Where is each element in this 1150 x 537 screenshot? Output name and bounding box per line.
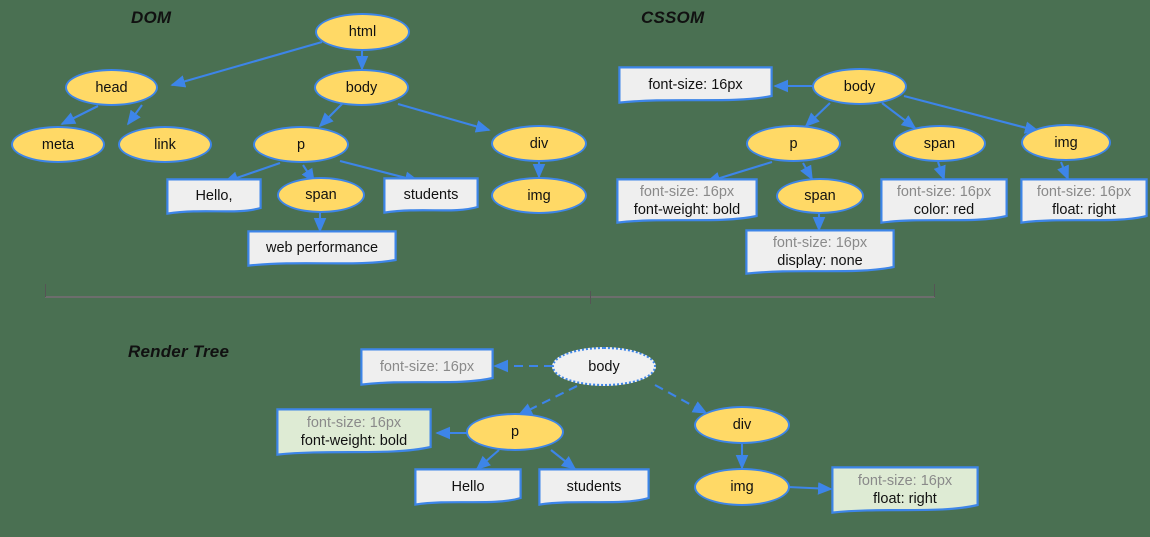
document-shape [745, 229, 895, 275]
dom-text-students: students [383, 177, 479, 214]
section-divider [45, 296, 935, 298]
cssom-style-img-inherited: font-size: 16px [1036, 183, 1132, 200]
dom-node-head[interactable]: head [65, 69, 158, 106]
cssom-style-span-nested-own: display: none [777, 253, 863, 269]
dom-node-img[interactable]: img [491, 177, 587, 214]
cssom-style-img-own: float: right [1052, 202, 1116, 218]
cssom-node-span-nested[interactable]: span [776, 178, 864, 214]
divider-tick-left [45, 284, 46, 297]
render-style-img-own: float: right [873, 491, 937, 507]
cssom-style-img: font-size: 16px float: right [1020, 178, 1148, 224]
render-style-p-inherited: font-size: 16px [306, 414, 402, 431]
render-text-hello: Hello [414, 468, 522, 506]
document-shape [831, 466, 979, 514]
dom-node-link[interactable]: link [118, 126, 212, 163]
dom-text-hello: Hello, [166, 178, 262, 215]
cssom-style-p: font-size: 16px font-weight: bold [616, 178, 758, 224]
document-shape [616, 178, 758, 224]
render-node-p[interactable]: p [466, 413, 564, 451]
document-shape [247, 230, 397, 267]
cssom-node-body[interactable]: body [812, 68, 907, 105]
document-shape [414, 468, 522, 506]
render-style-p-own: font-weight: bold [300, 433, 408, 449]
render-node-img[interactable]: img [694, 468, 790, 506]
divider-tick-right [934, 284, 935, 297]
document-shape [166, 178, 262, 215]
cssom-section-title: CSSOM [641, 8, 705, 27]
dom-node-div[interactable]: div [491, 125, 587, 162]
render-style-img: font-size: 16px float: right [831, 466, 979, 514]
document-shape [538, 468, 650, 506]
cssom-style-span-inherited: font-size: 16px [896, 183, 992, 200]
cssom-node-img[interactable]: img [1021, 124, 1111, 161]
document-shape [1020, 178, 1148, 224]
document-shape [383, 177, 479, 214]
render-style-body: font-size: 16px [360, 348, 494, 386]
render-style-p: font-size: 16px font-weight: bold [276, 408, 432, 456]
dom-node-html[interactable]: html [315, 13, 410, 51]
cssom-style-body: font-size: 16px [618, 66, 773, 104]
cssom-style-span: font-size: 16px color: red [880, 178, 1008, 224]
document-shape [276, 408, 432, 456]
render-text-hello-label: Hello [451, 478, 485, 495]
cssom-style-span-nested: font-size: 16px display: none [745, 229, 895, 275]
render-style-body-own: font-size: 16px [379, 358, 475, 375]
dom-node-p[interactable]: p [253, 126, 349, 163]
dom-node-body[interactable]: body [314, 69, 409, 106]
cssom-style-p-inherited: font-size: 16px [639, 183, 735, 200]
cssom-node-span[interactable]: span [893, 125, 986, 162]
render-text-students-label: students [566, 478, 622, 495]
cssom-node-p[interactable]: p [746, 125, 841, 162]
document-shape [618, 66, 773, 104]
dom-text-web-performance-label: web performance [265, 240, 379, 257]
render-tree-section-title: Render Tree [128, 342, 230, 361]
document-shape [880, 178, 1008, 224]
cssom-style-span-nested-inherited: font-size: 16px [772, 234, 868, 251]
dom-text-students-label: students [403, 187, 459, 204]
dom-text-hello-label: Hello, [195, 188, 233, 205]
document-shape [360, 348, 494, 386]
divider-tick-middle [590, 291, 591, 304]
dom-node-meta[interactable]: meta [11, 126, 105, 163]
cssom-style-span-own: color: red [913, 202, 975, 218]
cssom-style-body-own: font-size: 16px [648, 76, 743, 93]
dom-node-span[interactable]: span [277, 177, 365, 213]
cssom-style-p-own: font-weight: bold [633, 202, 741, 218]
render-style-img-inherited: font-size: 16px [857, 472, 953, 489]
dom-section-title: DOM [131, 8, 172, 27]
render-node-div[interactable]: div [694, 406, 790, 444]
render-text-students: students [538, 468, 650, 506]
dom-text-web-performance: web performance [247, 230, 397, 267]
render-node-body[interactable]: body [552, 347, 656, 386]
